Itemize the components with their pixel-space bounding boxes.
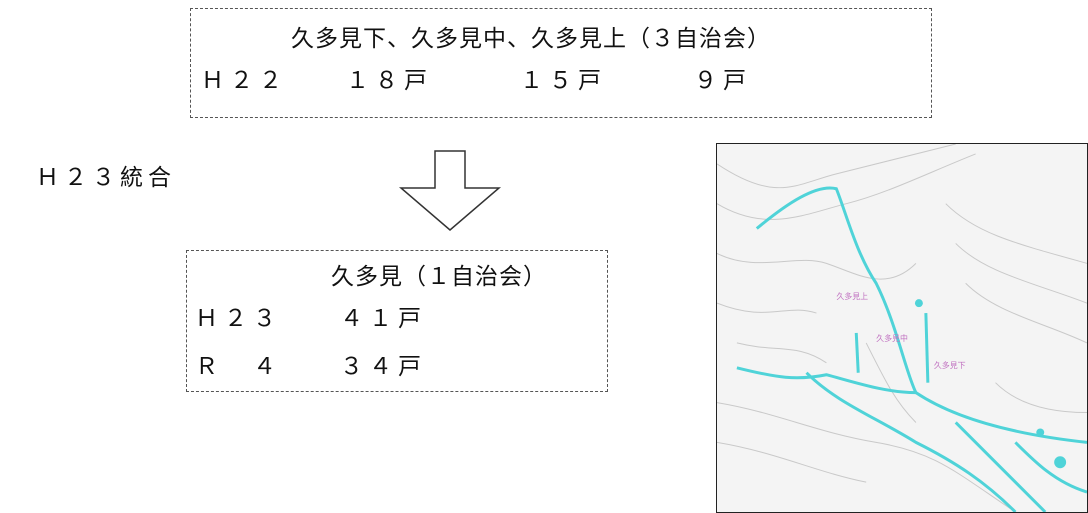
before-merge-title: 久多見下、久多見中、久多見上（３自治会） xyxy=(291,26,771,52)
map-label-kamitami: 久多見上 xyxy=(836,291,868,301)
merge-label: Ｈ２３統合 xyxy=(36,165,176,191)
area-map: 久多見上 久多見中 久多見下 xyxy=(716,143,1088,513)
after-merge-row-h23: Ｈ２３ ４１戸 xyxy=(195,306,427,332)
down-arrow-icon xyxy=(398,150,502,231)
after-merge-title: 久多見（１自治会） xyxy=(331,264,547,290)
map-label-shimotami: 久多見下 xyxy=(934,360,966,370)
after-merge-box: 久多見（１自治会） Ｈ２３ ４１戸 Ｒ ４ ３４戸 xyxy=(186,250,608,392)
after-merge-row-r4: Ｒ ４ ３４戸 xyxy=(195,354,427,380)
before-merge-box: 久多見下、久多見中、久多見上（３自治会） Ｈ２２ １８戸 １５戸 ９戸 xyxy=(190,8,932,118)
map-label-nakatami: 久多見中 xyxy=(876,333,908,343)
before-merge-households: Ｈ２２ １８戸 １５戸 ９戸 xyxy=(201,68,752,94)
